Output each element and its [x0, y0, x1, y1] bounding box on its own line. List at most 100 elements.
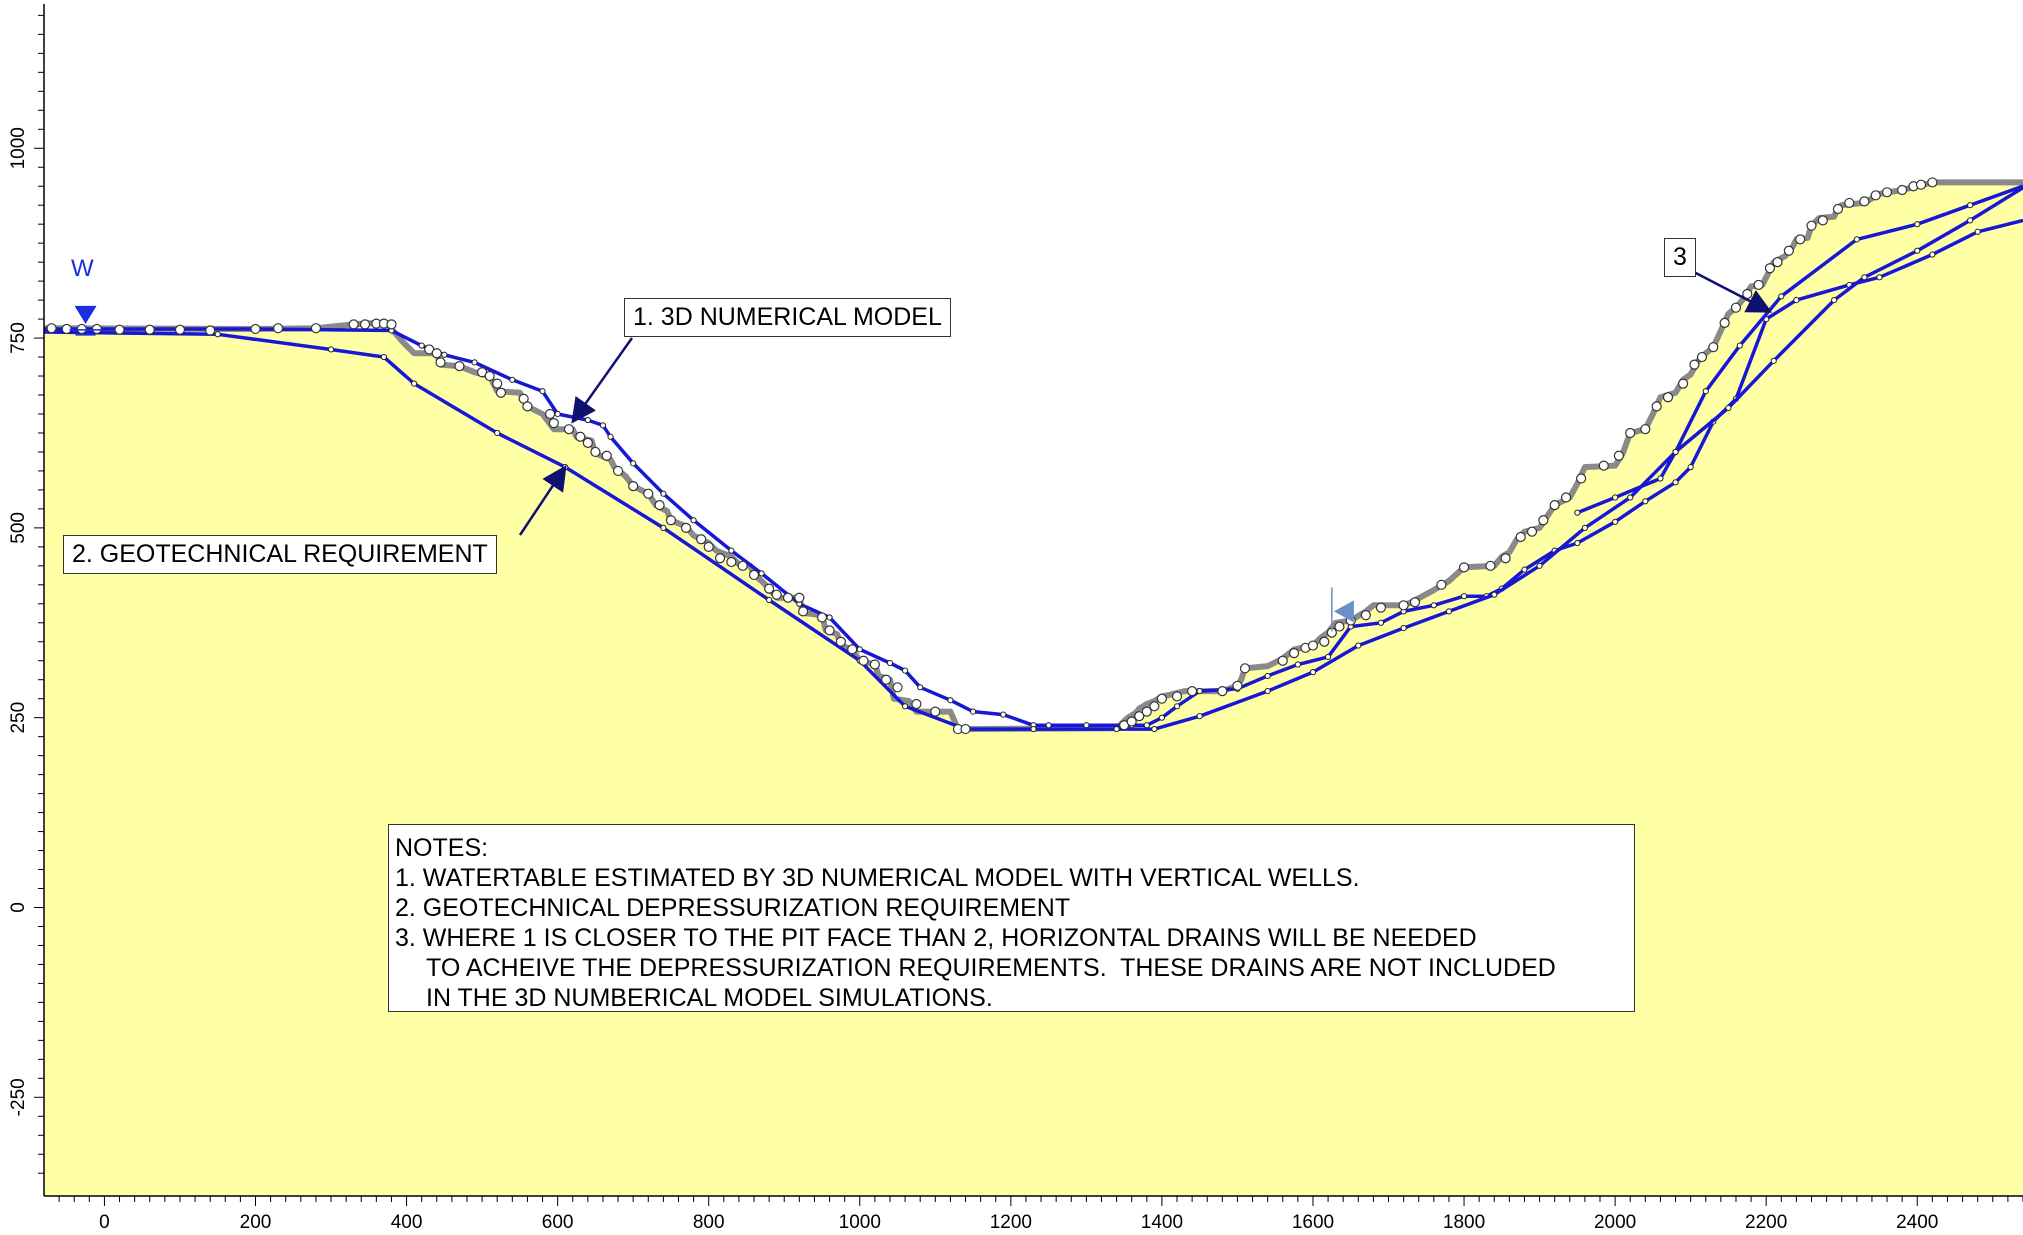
surface-marker — [1844, 197, 1855, 209]
surface-marker — [1217, 686, 1228, 697]
series-point — [1045, 722, 1052, 729]
series-point — [856, 646, 863, 653]
surface-marker — [1549, 499, 1560, 511]
series-point — [1143, 722, 1150, 729]
y-tick-label: 0 — [8, 902, 29, 913]
series-point — [509, 376, 516, 383]
surface-marker — [386, 319, 397, 330]
callout-arrows — [518, 268, 1773, 536]
surface-marker — [91, 323, 102, 335]
x-tick-label: 1000 — [839, 1212, 881, 1233]
surface-marker — [1141, 706, 1152, 717]
series-point — [1612, 494, 1619, 501]
series-point — [1793, 297, 1800, 304]
series-point — [1536, 562, 1543, 569]
series-point — [660, 524, 667, 531]
surface-marker — [310, 323, 322, 334]
series-point — [766, 596, 773, 604]
surface-marker — [1171, 691, 1183, 702]
series-point — [418, 342, 425, 349]
surface-marker — [1764, 263, 1776, 274]
series-point — [539, 388, 546, 395]
x-tick-label: 200 — [240, 1212, 272, 1233]
surface-marker — [764, 583, 775, 594]
surface-marker — [771, 589, 782, 600]
annotation-3: 3 — [1664, 238, 1696, 277]
surface-marker — [1515, 531, 1526, 543]
series-point — [1778, 293, 1785, 300]
surface-marker — [1870, 190, 1881, 201]
surface-marker — [601, 450, 612, 461]
surface-marker — [892, 682, 903, 693]
surface-marker — [454, 361, 465, 372]
y-tick-label: 750 — [8, 322, 29, 354]
surface-marker — [76, 323, 87, 335]
surface-marker — [824, 625, 835, 636]
series-point — [886, 659, 894, 667]
surface-marker — [1915, 179, 1927, 190]
series-point — [1672, 479, 1679, 486]
notes-line-4: TO ACHEIVE THE DEPRESSURIZATION REQUIREM… — [426, 954, 1556, 982]
x-tick-label: 1600 — [1292, 1212, 1334, 1233]
series-point — [630, 460, 637, 467]
surface-marker — [114, 324, 125, 335]
series-point — [1309, 669, 1317, 676]
notes-line-2: 2. GEOTECHNICAL DEPRESSURIZATION REQUIRE… — [395, 894, 1071, 922]
series-point — [1377, 619, 1385, 626]
surface-marker — [544, 408, 556, 420]
series-point — [1294, 661, 1301, 668]
surface-marker — [61, 323, 72, 335]
surface-marker — [748, 569, 760, 581]
ground-fill — [44, 182, 2023, 1196]
surface-marker — [881, 674, 892, 685]
series-point — [1929, 251, 1936, 258]
series-point — [728, 547, 735, 554]
y-tick-label: 250 — [8, 702, 29, 734]
surface-marker — [575, 431, 586, 442]
series-point — [1521, 566, 1528, 573]
surface-marker — [484, 370, 495, 382]
surface-marker — [1783, 245, 1794, 256]
surface-marker — [1360, 610, 1371, 621]
surface-marker — [628, 481, 639, 492]
surface-marker — [431, 348, 442, 359]
y-tick-label: 500 — [8, 512, 29, 544]
surface-marker — [174, 324, 186, 335]
series-point — [1581, 524, 1589, 531]
series-point — [607, 433, 614, 440]
surface-marker — [1436, 579, 1447, 590]
series-point — [1264, 672, 1271, 680]
surface-marker — [1730, 302, 1742, 313]
series-point — [1460, 593, 1468, 600]
notes-title: NOTES: — [395, 834, 489, 862]
arrow-a3 — [1689, 268, 1773, 313]
surface-marker — [1232, 680, 1243, 691]
series-point — [1642, 498, 1649, 505]
surface-marker — [563, 424, 575, 435]
surface-marker — [1307, 640, 1319, 651]
x-tick-label: 600 — [542, 1212, 574, 1233]
surface-marker — [1485, 560, 1496, 571]
surface-marker — [1134, 711, 1145, 722]
series-point — [901, 667, 909, 674]
seepage-face-icon — [1333, 600, 1354, 623]
surface-marker — [782, 592, 794, 603]
surface-marker — [1897, 184, 1908, 196]
surface-marker — [250, 323, 261, 335]
series-point — [380, 353, 388, 361]
surface-marker — [1927, 177, 1938, 188]
series-point — [1574, 509, 1581, 516]
surface-marker — [1500, 553, 1511, 564]
surface-marker — [612, 465, 624, 477]
series-point — [1196, 688, 1203, 695]
surface-marker — [1832, 203, 1844, 215]
series-point — [917, 684, 924, 691]
surface-marker — [794, 592, 805, 603]
surface-markers — [46, 177, 1938, 735]
surface-marker — [703, 541, 714, 552]
series-point — [1430, 602, 1437, 609]
x-tick-label: 800 — [693, 1212, 725, 1233]
surface-marker — [1640, 424, 1651, 435]
